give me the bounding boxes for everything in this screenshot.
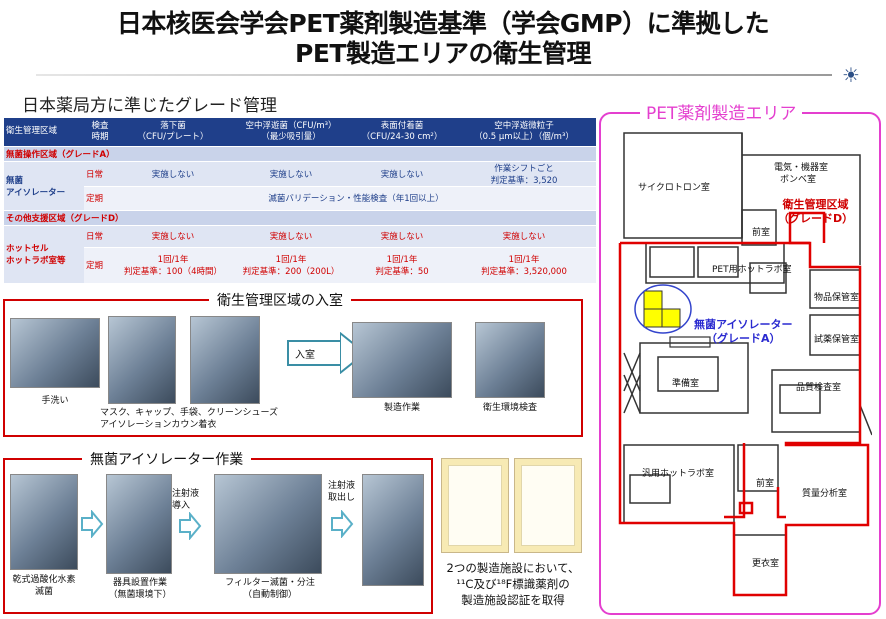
gowning-photo-2 <box>190 316 260 404</box>
room-anteroom-2: 前室 <box>756 479 775 489</box>
table-cell: 作業シフトごと判定基準：3,520 <box>452 161 596 187</box>
period-regular: 定期 <box>84 247 116 284</box>
caption-handwash: 手洗い <box>41 396 69 406</box>
env-check-photo <box>475 322 545 398</box>
room-reagent: 試薬保管室 <box>814 335 860 345</box>
room-anteroom-1: 前室 <box>752 228 771 238</box>
table-cell: 1回/1年判定基準：100（4時間） <box>116 247 230 284</box>
caption-setup: 器具設置作業（無菌環境下） <box>108 578 172 600</box>
table-cell: 1回/1年判定基準：200（200L） <box>230 247 352 284</box>
table-header: 空中浮遊菌（CFU/m³）（最少吸引量） <box>230 118 352 147</box>
floor-plan <box>618 132 872 597</box>
page-title-line2: PET製造エリアの衛生管理 <box>295 39 591 68</box>
caption-gowning: マスク、キャップ、手袋、クリーンシューズアイソレーションカウン着衣 <box>100 408 279 430</box>
step-arrow-icon <box>331 510 354 538</box>
table-cell: 実施しない <box>116 161 230 187</box>
room-qc: 品質検査室 <box>796 383 842 393</box>
title-divider <box>36 74 832 76</box>
table-section-row: その他支援区域（グレードD） <box>4 210 596 226</box>
table-header: 落下菌（CFU/プレート） <box>116 118 230 147</box>
entry-box-label: 衛生管理区域の入室 <box>209 290 351 310</box>
room-prep: 準備室 <box>672 379 700 389</box>
step-label-inject: 注射液導入 <box>172 489 200 511</box>
isolator-box-label: 無菌アイソレーター作業 <box>82 449 252 469</box>
step-label-extract: 注射液取出し <box>328 481 356 503</box>
table-cell: 1回/1年判定基準：3,520,000 <box>452 247 596 284</box>
room-cyclotron: サイクロトロン室 <box>638 183 710 193</box>
table-header-row: 衛生管理区域 検査時期 落下菌（CFU/プレート） 空中浮遊菌（CFU/m³）（… <box>4 118 596 147</box>
gowning-photo-1 <box>108 316 176 404</box>
table-row: 定期 滅菌バリデーション・性能検査（年1回以上） <box>4 186 596 211</box>
table-row: ホットセルホットラボ室等 日常 実施しない 実施しない 実施しない 実施しない <box>4 225 596 284</box>
group-hotcell: ホットセルホットラボ室等 <box>4 225 84 284</box>
group-isolator: 無菌アイソレーター <box>4 161 84 211</box>
caption-filter: フィルター滅菌・分注（自動制御） <box>225 578 315 600</box>
section-grade-a: 無菌操作区域（グレードA） <box>4 146 596 162</box>
caption-sterilization: 乾式過酸化水素滅菌 <box>12 575 76 597</box>
entry-arrow-label: 入室 <box>295 350 315 361</box>
entry-arrow: 入室 <box>287 340 344 366</box>
table-cell: 実施しない <box>230 161 352 187</box>
caption-manufacturing: 製造作業 <box>383 403 420 413</box>
table-row: 定期 1回/1年判定基準：100（4時間） 1回/1年判定基準：200（200L… <box>4 247 596 284</box>
step-arrow-icon <box>179 512 202 540</box>
label-isolator-grade-a: 無菌アイソレーター（グレードA） <box>694 318 793 345</box>
page-title-line1: 日本核医会学会PET薬剤製造基準（学会GMP）に準拠した <box>116 9 770 38</box>
period-daily: 日常 <box>84 161 116 187</box>
room-general-hotlab: 汎用ホットラボ室 <box>642 469 715 479</box>
sterilization-photo <box>10 474 78 570</box>
section-subtitle: 日本薬局方に準じたグレード管理 <box>22 96 277 116</box>
room-storage: 物品保管室 <box>814 293 860 303</box>
room-pet-hotlab: PET用ホットラボ室 <box>712 265 792 275</box>
period-regular: 定期 <box>84 186 116 211</box>
table-header: 検査時期 <box>84 118 116 147</box>
label-grade-d: 衛生管理区域（グレードD） <box>778 198 854 225</box>
sun-icon: ☀ <box>842 63 860 87</box>
filter-dispense-photo <box>214 474 322 574</box>
room-cylinder: ボンベ室 <box>780 175 817 185</box>
handwash-photo <box>10 318 100 388</box>
manufacturing-photo <box>352 322 452 398</box>
table-cell: 1回/1年判定基準：50 <box>352 247 452 284</box>
caption-env-check: 衛生環境検査 <box>482 403 537 413</box>
table-cell: 実施しない <box>230 225 352 248</box>
table-header: 表面付着菌（CFU/24-30 cm²） <box>352 118 452 147</box>
step-arrow-icon <box>81 510 104 538</box>
table-header: 衛生管理区域 <box>4 118 84 147</box>
extraction-photo <box>362 474 424 586</box>
section-grade-d: その他支援区域（グレードD） <box>4 210 596 226</box>
certification-note: 2つの製造施設において、 ¹¹C及び¹⁸F標識薬剤の 製造施設認証を取得 <box>446 561 580 607</box>
table-cell: 実施しない <box>116 225 230 248</box>
certificate-image-1 <box>441 458 509 553</box>
certificate-image-2 <box>514 458 582 553</box>
table-cell: 実施しない <box>452 225 596 248</box>
table-cell: 実施しない <box>352 161 452 187</box>
room-electrical: 電気・機器室 <box>774 163 829 173</box>
map-title: PET薬剤製造エリア <box>640 99 803 124</box>
table-header: 空中浮遊微粒子（0.5 µm以上）（個/m³） <box>452 118 596 147</box>
instrument-setup-photo <box>106 474 172 574</box>
table-cell: 実施しない <box>352 225 452 248</box>
table-section-row: 無菌操作区域（グレードA） <box>4 146 596 162</box>
period-daily: 日常 <box>84 225 116 248</box>
room-locker: 更衣室 <box>752 559 780 569</box>
table-row: 無菌アイソレーター 日常 実施しない 実施しない 実施しない 作業シフトごと判定… <box>4 161 596 211</box>
table-cell: 滅菌バリデーション・性能検査（年1回以上） <box>116 186 596 211</box>
room-mass-spec: 質量分析室 <box>802 489 848 499</box>
grade-table: 衛生管理区域 検査時期 落下菌（CFU/プレート） 空中浮遊菌（CFU/m³）（… <box>4 118 596 284</box>
